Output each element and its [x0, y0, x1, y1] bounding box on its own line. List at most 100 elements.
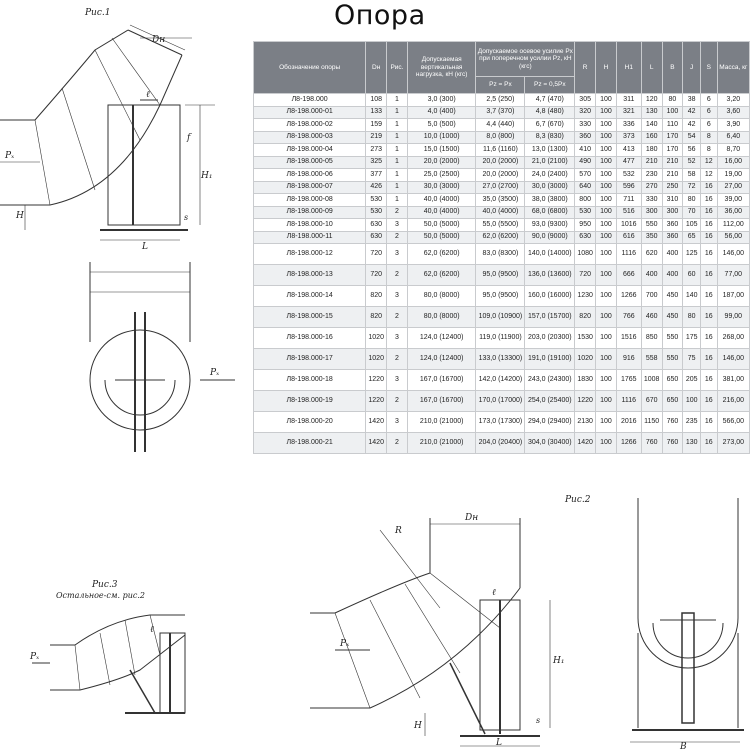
- cell-j: 80: [682, 306, 701, 328]
- cell-r: 360: [574, 130, 597, 144]
- cell-l: 558: [640, 348, 663, 370]
- cell-name: Л8-198.000: [252, 93, 367, 107]
- cell-dn: 219: [365, 130, 388, 144]
- cell-j: 38: [682, 93, 701, 107]
- cell-h: 100: [595, 105, 617, 119]
- cell-name: Л8-198.000-12: [252, 243, 367, 265]
- col-h: H: [595, 41, 617, 94]
- cell-h: 100: [595, 168, 617, 182]
- cell-h: 100: [595, 327, 617, 349]
- cell-vload: 40,0 (4000): [406, 205, 477, 219]
- cell-h1: 311: [615, 93, 642, 107]
- cell-s: 12: [700, 168, 718, 182]
- cell-mass: 3,90: [716, 118, 750, 132]
- cell-fig: 2: [386, 205, 408, 219]
- cell-r: 820: [574, 306, 597, 328]
- cell-pz2: 203,0 (20300): [524, 327, 576, 349]
- cell-dn: 377: [365, 168, 388, 182]
- cell-l: 180: [640, 143, 663, 157]
- cell-vload: 4,0 (400): [406, 105, 477, 119]
- cell-pz1: 173,0 (17300): [475, 411, 526, 433]
- cell-h1: 1116: [615, 243, 642, 265]
- cell-b: 170: [661, 143, 684, 157]
- cell-fig: 1: [386, 93, 408, 107]
- cell-vload: 20,0 (2000): [406, 155, 477, 169]
- cell-b: 400: [661, 264, 684, 286]
- cell-name: Л8-198.000-08: [252, 193, 367, 207]
- cell-s: 16: [700, 327, 718, 349]
- cell-h: 100: [595, 411, 617, 433]
- cell-s: 6: [700, 118, 718, 132]
- cell-pz1: 3,7 (370): [475, 105, 526, 119]
- cell-s: 16: [700, 411, 718, 433]
- figure-2-h1-label: H₁: [552, 656, 564, 666]
- cell-pz1: 20,0 (2000): [475, 155, 526, 169]
- cell-vload: 80,0 (8000): [406, 306, 477, 328]
- cell-pz2: 90,0 (9000): [524, 230, 576, 244]
- cell-pz1: 20,0 (2000): [475, 168, 526, 182]
- cell-s: 16: [700, 243, 718, 265]
- figure-2-front-view-drawing: B: [630, 498, 744, 750]
- cell-pz1: 133,0 (13300): [475, 348, 526, 370]
- cell-fig: 2: [386, 348, 408, 370]
- col-fig: Рис.: [386, 41, 408, 94]
- cell-vload: 50,0 (5000): [406, 218, 477, 232]
- cell-h1: 1516: [615, 327, 642, 349]
- cell-r: 1020: [574, 348, 597, 370]
- cell-j: 100: [682, 390, 701, 412]
- cell-s: 16: [700, 432, 718, 454]
- cell-b: 450: [661, 285, 684, 307]
- cell-mass: 112,00: [716, 218, 750, 232]
- cell-pz2: 13,0 (1300): [524, 143, 576, 157]
- figure-2-drawing: Рис.2 Dн R ℓ H₁ H Pₓ L s: [310, 495, 591, 748]
- cell-fig: 3: [386, 411, 408, 433]
- figure-3-caption: Рис.3: [91, 580, 118, 590]
- cell-name: Л8-198.000-21: [252, 432, 367, 454]
- specification-table: Обозначение опоры Dн Рис. Допускаемая ве…: [252, 41, 750, 454]
- cell-b: 250: [661, 180, 684, 194]
- cell-pz2: 136,0 (13600): [524, 264, 576, 286]
- figure-2-caption: Рис.2: [564, 495, 591, 505]
- cell-mass: 3,60: [716, 105, 750, 119]
- cell-vload: 210,0 (21000): [406, 411, 477, 433]
- cell-pz2: 68,0 (6800): [524, 205, 576, 219]
- cell-h1: 1266: [615, 432, 642, 454]
- cell-mass: 146,00: [716, 243, 750, 265]
- cell-l: 460: [640, 306, 663, 328]
- cell-dn: 1420: [365, 411, 388, 433]
- cell-pz1: 55,0 (5500): [475, 218, 526, 232]
- cell-r: 2130: [574, 411, 597, 433]
- cell-pz1: 11,6 (1160): [475, 143, 526, 157]
- cell-l: 330: [640, 193, 663, 207]
- figure-1-px-label: Pₓ: [4, 151, 15, 161]
- figure-1-h1-label: H₁: [200, 171, 212, 181]
- cell-fig: 1: [386, 180, 408, 194]
- cell-s: 8: [700, 143, 718, 157]
- page-title: Опора: [334, 0, 426, 31]
- cell-h1: 516: [615, 205, 642, 219]
- cell-b: 170: [661, 130, 684, 144]
- cell-r: 330: [574, 118, 597, 132]
- figure-3-drawing: Рис.3 Остальное-см. рис.2 Pₓ ℓ: [29, 580, 186, 714]
- cell-h: 100: [595, 306, 617, 328]
- cell-h1: 766: [615, 306, 642, 328]
- cell-pz1: 95,0 (9500): [475, 264, 526, 286]
- cell-name: Л8-198.000-09: [252, 205, 367, 219]
- figure-1-f-label: f: [186, 133, 192, 143]
- cell-pz2: 38,0 (3800): [524, 193, 576, 207]
- cell-r: 630: [574, 230, 597, 244]
- cell-h: 100: [595, 180, 617, 194]
- side-view-px-label: Pₓ: [209, 368, 220, 378]
- cell-name: Л8-198.000-01: [252, 105, 367, 119]
- cell-h: 100: [595, 285, 617, 307]
- cell-r: 320: [574, 105, 597, 119]
- cell-b: 360: [661, 230, 684, 244]
- figure-2-r-label: R: [394, 526, 402, 536]
- cell-j: 235: [682, 411, 701, 433]
- cell-name: Л8-198.000-16: [252, 327, 367, 349]
